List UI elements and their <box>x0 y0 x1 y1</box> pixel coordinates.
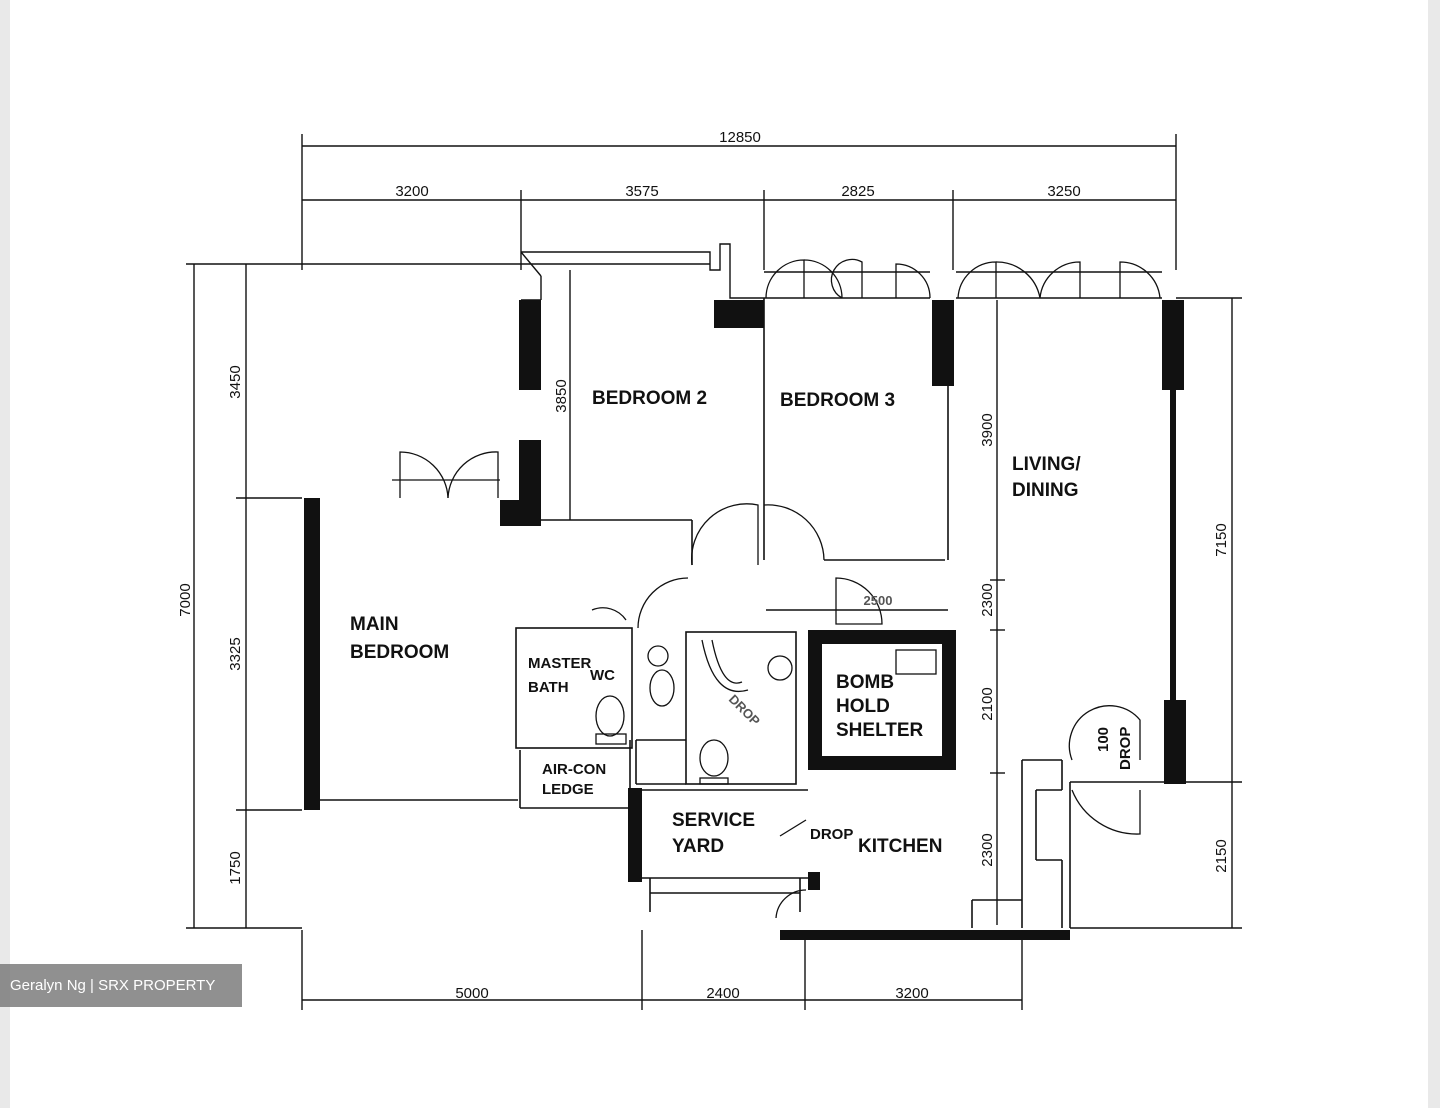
label-drop-kitchen: DROP <box>810 826 853 843</box>
dim-top-1: 3200 <box>395 183 428 200</box>
label-kitchen: KITCHEN <box>858 836 942 857</box>
watermark-badge: Geralyn Ng | SRX PROPERTY <box>0 964 242 1007</box>
dim-overall-width: 12850 <box>719 129 761 146</box>
dim-corridor-h: 2500 <box>864 593 893 608</box>
dim-right-2: 2150 <box>1213 839 1230 872</box>
bath-fixtures <box>595 639 937 785</box>
label-bedroom3: BEDROOM 3 <box>780 390 895 411</box>
label-bath-3: WC <box>590 667 615 684</box>
floor-plan-sheet: 12850 3200 3575 2825 3250 5000 2400 3200… <box>10 0 1428 1108</box>
dim-top-2: 3575 <box>625 183 658 200</box>
thick-walls <box>304 300 1186 940</box>
dim-right-1: 7150 <box>1213 523 1230 556</box>
label-shelter-3: SHELTER <box>836 720 924 741</box>
label-bath-2: BATH <box>528 679 569 696</box>
label-living-2: DINING <box>1012 480 1079 501</box>
dim-bedroom2: 3850 <box>553 379 570 412</box>
dim-left-overall: 7000 <box>177 583 194 616</box>
dim-top-4: 3250 <box>1047 183 1080 200</box>
dim-bomb: 2100 <box>979 687 996 720</box>
window-sash-arcs <box>392 258 1161 499</box>
label-shelter-1: BOMB <box>836 672 894 693</box>
window-lines <box>302 243 1162 301</box>
dim-left-2: 3325 <box>227 637 244 670</box>
floor-plan-diagram: 12850 3200 3575 2825 3250 5000 2400 3200… <box>177 129 1242 1010</box>
dim-left-1: 3450 <box>227 365 244 398</box>
label-living-1: LIVING/ <box>1012 454 1081 475</box>
label-master-2: BEDROOM <box>350 642 449 663</box>
label-service-1: SERVICE <box>672 810 755 831</box>
room-walls <box>320 298 1160 928</box>
dim-left-3: 1750 <box>227 851 244 884</box>
label-bath-1: MASTER <box>528 655 592 672</box>
dim-kitchen: 2300 <box>979 833 996 866</box>
label-bedroom2: BEDROOM 2 <box>592 388 707 409</box>
label-drop-entry-1: 100 <box>1095 727 1112 752</box>
dim-bottom-3: 3200 <box>895 985 928 1002</box>
dim-living: 3900 <box>979 413 996 446</box>
label-master-1: MAIN <box>350 614 399 635</box>
label-drop-entry-2: DROP <box>1117 727 1134 770</box>
label-service-2: YARD <box>672 836 724 857</box>
label-aircon-1: AIR-CON <box>542 761 606 778</box>
dim-top-3: 2825 <box>841 183 874 200</box>
label-aircon-2: LEDGE <box>542 781 594 798</box>
dim-bottom-2: 2400 <box>706 985 739 1002</box>
label-drop-wc: DROP <box>726 692 763 729</box>
dimension-lines <box>186 134 1242 1010</box>
dim-corridor: 2300 <box>979 583 996 616</box>
door-swings <box>591 503 1141 919</box>
dim-bottom-1: 5000 <box>455 985 488 1002</box>
label-shelter-2: HOLD <box>836 696 890 717</box>
